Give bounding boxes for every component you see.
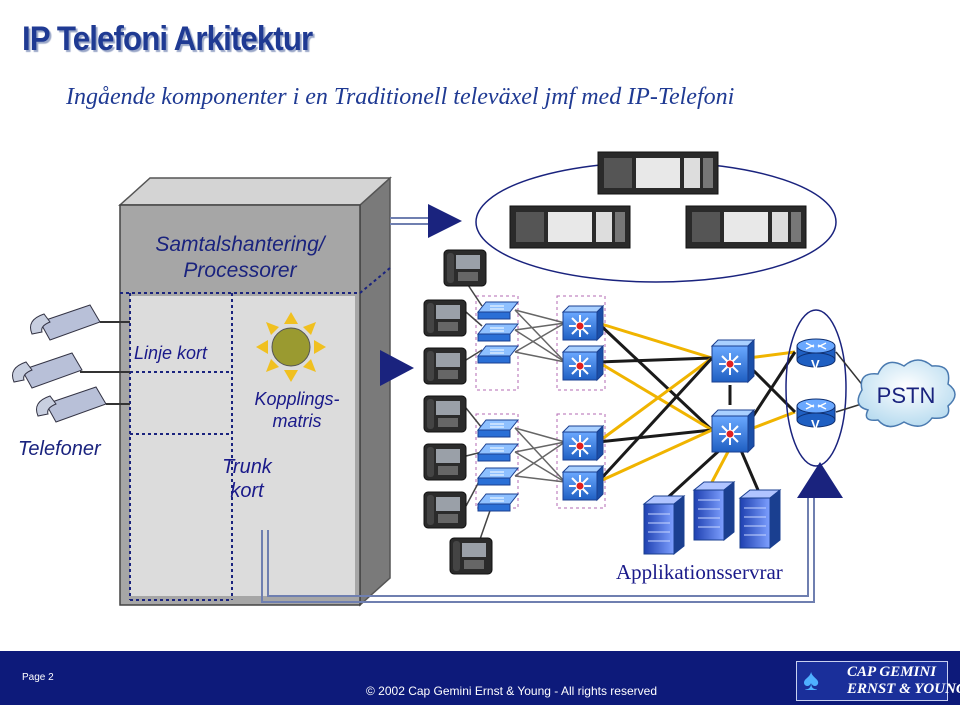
pstn-cloud-icon [857, 359, 956, 428]
pstn-label: PSTN [876, 383, 936, 408]
layer3-switch-icon [561, 424, 605, 462]
ip-phone-icon [423, 347, 467, 385]
phones-label: Telefoner [18, 438, 101, 460]
gateway-mark: V [811, 357, 820, 372]
layer3-switch-icon [710, 338, 756, 384]
access-switch-icon [476, 467, 520, 486]
architecture-diagram: VV [12, 151, 956, 607]
page-subtitle: Ingående komponenter i en Traditionell t… [66, 84, 735, 110]
ip-phone-icon [423, 395, 467, 433]
ip-phone-icon [423, 443, 467, 481]
ip-phone-icon [443, 249, 487, 287]
app-servers-label: Applikationsservrar [616, 560, 783, 584]
page-number: Page 2 [22, 672, 54, 683]
voice-gateway-icon: V [796, 338, 836, 372]
pbx-cabinet [118, 176, 392, 607]
switching-matrix-label: Kopplings- matris [254, 389, 340, 431]
layer3-switch-icon [710, 408, 756, 454]
access-mesh [514, 309, 566, 483]
analog-phone-icon [30, 304, 101, 341]
arrow-to-callmanager [390, 204, 462, 238]
logo-line-1: CAP GEMINI [847, 664, 937, 680]
access-switch-icon [476, 443, 520, 462]
ip-phone-icon [423, 491, 467, 529]
analog-phone-icon [12, 352, 83, 389]
ip-phone-icon [449, 537, 493, 575]
trunk-connection-line [261, 462, 843, 603]
company-logo: ♠ CAP GEMINI ERNST & YOUNG [796, 661, 960, 701]
analog-phone-icon [36, 386, 107, 423]
spade-icon: ♠ [803, 664, 819, 697]
access-switch-icon [476, 323, 520, 342]
ip-phone-icon [423, 299, 467, 337]
logo-line-2: ERNST & YOUNG [847, 681, 960, 697]
access-switch-icon [476, 301, 520, 320]
line-card-label: Linje kort [134, 343, 208, 363]
trunk-card-label: Trunk kort [222, 456, 272, 502]
access-switch-icon [476, 419, 520, 438]
access-switch-icon [476, 493, 520, 512]
application-server-icon [692, 480, 736, 542]
processor-label: Samtalshantering/ Processorer [155, 233, 325, 282]
call-manager-server-icon [597, 151, 719, 195]
application-server-icon [738, 488, 782, 550]
layer3-switch-icon [561, 304, 605, 342]
core-links [596, 321, 797, 502]
arrow-to-switches [380, 350, 414, 386]
layer3-switch-icon [561, 464, 605, 502]
application-server-icon [642, 494, 686, 556]
voice-gateway-icon: V [796, 398, 836, 432]
sun-icon [256, 312, 326, 382]
copyright-text: © 2002 Cap Gemini Ernst & Young - All ri… [366, 684, 657, 698]
call-manager-server-icon [509, 205, 631, 249]
layer3-switch-icon [561, 344, 605, 382]
call-manager-server-icon [685, 205, 807, 249]
access-switch-icon [476, 345, 520, 364]
page-title: IP Telefoni Arkitektur [22, 20, 313, 58]
gateway-mark: V [811, 417, 820, 432]
gateway-group [785, 309, 847, 467]
